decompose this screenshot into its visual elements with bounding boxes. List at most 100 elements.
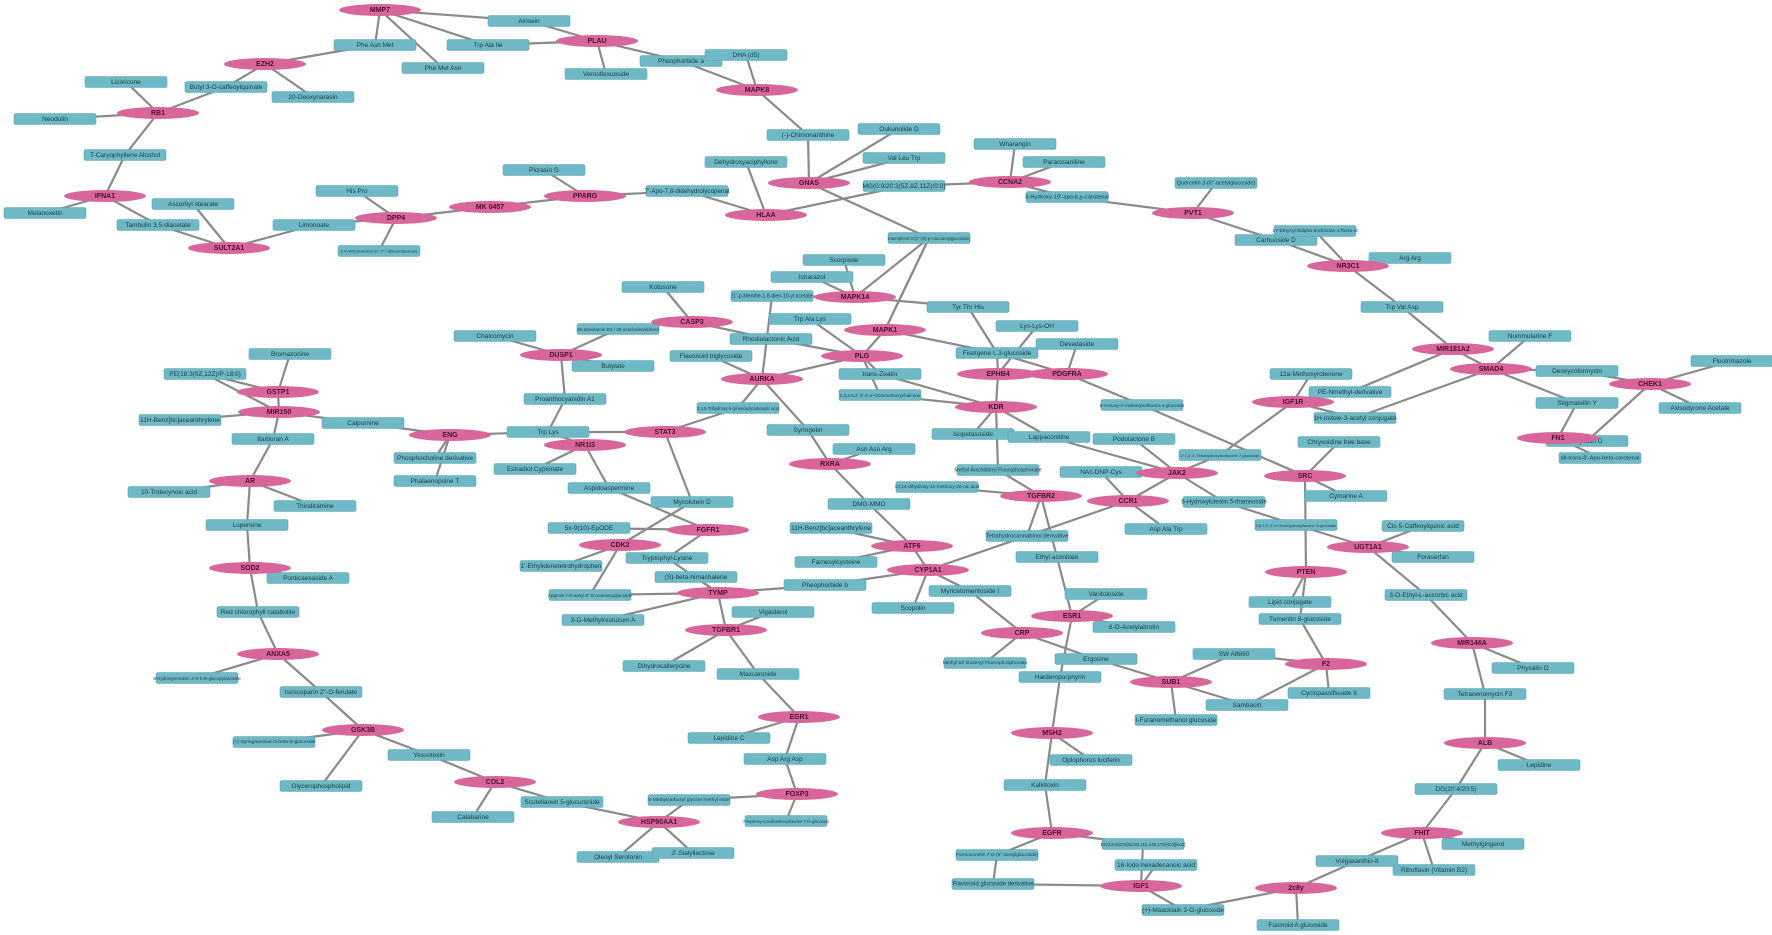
compound-node[interactable]: 3',4'-Methylenedioxy-[2'',3'':7,8]furano… xyxy=(337,245,421,257)
gene-node[interactable]: TYMP xyxy=(677,587,759,599)
gene-node[interactable]: TGFBR1 xyxy=(685,624,767,636)
gene-node[interactable]: ANXA5 xyxy=(237,648,319,660)
compound-node[interactable]: Red chlorophyll catabolite xyxy=(216,606,300,618)
gene-node[interactable]: FOXP3 xyxy=(756,788,838,800)
compound-node[interactable]: Mycolutein D xyxy=(650,496,734,508)
compound-node[interactable]: Cymarine A xyxy=(1304,490,1388,502)
compound-node[interactable]: Scutellarein 5-glucuronide xyxy=(520,796,604,808)
compound-node[interactable]: Stigmatellin Y xyxy=(1535,397,1619,409)
compound-node[interactable]: Dehydroxyaciphyllone xyxy=(704,156,788,168)
compound-node[interactable]: 25-azavitamin D3 / 25-azacholecalciferol xyxy=(576,323,660,335)
gene-node[interactable]: AURKA xyxy=(721,373,803,385)
compound-node[interactable]: Methyl Arachidonyl Fluorophosphonate xyxy=(954,464,1042,476)
compound-node[interactable]: Picrasin G xyxy=(502,164,586,176)
compound-node[interactable]: Oukunolide D xyxy=(857,123,941,135)
compound-node[interactable]: 12a-Methoxyrotenone xyxy=(1269,368,1353,380)
compound-node[interactable]: Formononetin 7-O-(6''-acetylglucoside) xyxy=(955,849,1038,861)
gene-node[interactable]: F2 xyxy=(1285,658,1367,670)
compound-node[interactable]: Arg Arg xyxy=(1368,252,1452,264)
compound-node[interactable]: Trp Lys xyxy=(506,426,590,438)
compound-node[interactable]: 7'-Apo-7,8-didehydrolycopenal xyxy=(645,185,730,197)
compound-node[interactable]: Oplophorus luciferin xyxy=(1049,754,1133,766)
compound-node[interactable]: Tetracenomycin F2 xyxy=(1443,688,1527,700)
compound-node[interactable]: Butyl 3-O-caffeoylquinate xyxy=(184,81,268,93)
gene-node[interactable]: NR1I3 xyxy=(544,439,626,451)
compound-node[interactable]: trans-Zeatin xyxy=(838,368,922,380)
compound-node[interactable]: 6-O-Acetylaltrutin xyxy=(1092,621,1176,633)
gene-node[interactable]: RXRA xyxy=(789,458,871,470)
gene-node[interactable]: CDK2 xyxy=(579,539,661,551)
compound-node[interactable]: Trp Val Asp xyxy=(1360,301,1444,313)
gene-node[interactable]: ENG xyxy=(409,429,491,441)
compound-node[interactable]: Methyl 5Z-linolenyl Fluorophosphonate xyxy=(943,657,1028,669)
compound-node[interactable]: 8-Hydroxyresvasin 4-O-b-D-glucopyranosid… xyxy=(153,672,241,684)
compound-node[interactable]: S-Methylcarboxyl glycine methyl ester xyxy=(647,794,731,806)
gene-node[interactable]: CCR1 xyxy=(1087,495,1169,507)
compound-node[interactable]: Calabarine xyxy=(431,811,515,823)
compound-node[interactable]: Oleoyl Serotonin xyxy=(576,851,660,863)
gene-node[interactable]: NR3C1 xyxy=(1307,260,1389,272)
compound-node[interactable]: Flavonoid triglycoside xyxy=(669,350,753,362)
compound-node[interactable]: 3,5,7,2',3',4'-Hexahydroxyflavone 3-gluc… xyxy=(1254,519,1338,531)
gene-node[interactable]: MAPK1 xyxy=(844,324,926,336)
compound-node[interactable]: 3,4,5-Trihydroxy-6-(phenoxy)carboxylic a… xyxy=(696,402,780,414)
compound-node[interactable]: Vanitoloside xyxy=(1064,588,1148,600)
compound-node[interactable]: Trp Ala Ile xyxy=(446,39,530,51)
compound-node[interactable]: Lupenone xyxy=(205,519,289,531)
compound-node[interactable]: 3-Hydroxy-10'-apo-b,y-carotenal xyxy=(1025,191,1109,203)
gene-node[interactable]: MSH2 xyxy=(1011,727,1093,739)
gene-node[interactable]: PVT1 xyxy=(1152,207,1234,219)
gene-node[interactable]: EZH2 xyxy=(224,58,306,70)
gene-node[interactable]: UGT1A1 xyxy=(1327,541,1409,553)
compound-node[interactable]: Pararosaniline xyxy=(1022,156,1106,168)
gene-node[interactable]: MK 0457 xyxy=(449,201,531,213)
compound-node[interactable]: Axisodyrone Acetate xyxy=(1658,402,1742,414)
compound-node[interactable]: Scorpiode xyxy=(802,254,886,266)
gene-node[interactable]: CRP xyxy=(981,627,1063,639)
gene-node[interactable]: PLG xyxy=(821,350,903,362)
compound-node[interactable]: 7-Hydroxy-4,8-dimethoxyflavone 7-O-gluco… xyxy=(743,815,830,827)
gene-node[interactable]: SOD2 xyxy=(209,562,291,574)
compound-node[interactable]: DG(20:4/20:5) xyxy=(1414,783,1498,795)
compound-node[interactable]: DG(13:0/20:5(5Z,8Z,11Z,14Z,17Z)/0:0)[iso… xyxy=(1101,838,1186,850)
gene-node[interactable]: GNAS xyxy=(768,177,850,189)
gene-node[interactable]: PTEN xyxy=(1265,566,1347,578)
gene-node[interactable]: CCNA2 xyxy=(969,176,1051,188)
gene-node[interactable]: IFNA1 xyxy=(64,190,146,202)
compound-node[interactable]: 5x-9(10)-EpODE xyxy=(547,522,631,534)
gene-node[interactable]: SMAD4 xyxy=(1450,363,1532,375)
gene-node[interactable]: ATF6 xyxy=(871,540,953,552)
gene-node[interactable]: SRC xyxy=(1264,470,1346,482)
gene-node[interactable]: IGF1R xyxy=(1252,396,1334,408)
gene-node[interactable]: MAPK8 xyxy=(716,84,798,96)
compound-node[interactable]: Sambacin xyxy=(1205,699,1289,711)
gene-node[interactable]: FN1 xyxy=(1517,432,1599,444)
compound-node[interactable]: Cyclopassifloside II xyxy=(1287,687,1371,699)
compound-node[interactable]: 20-Deoxynarasin xyxy=(271,91,355,103)
compound-node[interactable]: NAc-DNP-Cys xyxy=(1059,466,1143,478)
compound-node[interactable]: Scopolin xyxy=(871,602,955,614)
gene-node[interactable]: COL2 xyxy=(454,776,536,788)
compound-node[interactable]: MG(0:0/20:3(5Z,8Z,11Z)/0:0) xyxy=(863,180,946,192)
compound-node[interactable]: 10-Tridecynoic acid xyxy=(127,486,211,498)
compound-node[interactable]: Flavonoid glucoside derivative xyxy=(951,878,1035,890)
compound-node[interactable]: Aspidoaspermine xyxy=(567,482,651,494)
compound-node[interactable]: 1'-Ethylidenetetrohydrophen xyxy=(519,560,603,572)
compound-node[interactable]: Asp Ala Trp xyxy=(1124,523,1208,535)
compound-node[interactable]: Phe Asn Met xyxy=(333,39,417,51)
compound-node[interactable]: Butylate xyxy=(571,360,655,372)
compound-node[interactable]: Phe Met Asn xyxy=(401,62,485,74)
gene-node[interactable]: EPHB4 xyxy=(957,368,1039,380)
compound-node[interactable]: Tyr Thr His xyxy=(926,301,1010,313)
gene-node[interactable]: HLAA xyxy=(725,209,807,221)
gene-node[interactable]: DUSP1 xyxy=(520,349,602,361)
gene-node[interactable]: RB1 xyxy=(117,107,199,119)
compound-node[interactable]: Maxcaroside xyxy=(716,668,800,680)
compound-node[interactable]: 17-Ethynyl-5alpha-androstan-17beta-ol xyxy=(1272,225,1358,237)
compound-node[interactable]: Methylgingerol xyxy=(1441,838,1525,850)
compound-node[interactable]: 13,14-dihydroxy-11-methoxy-20-oic acid xyxy=(895,481,980,493)
compound-node[interactable]: Isoscoparin 2''-O-ferulate xyxy=(279,686,363,698)
compound-node[interactable]: Chrysoidine free base xyxy=(1297,436,1381,448)
compound-node[interactable]: Pheophorbide a xyxy=(639,55,723,67)
compound-node[interactable]: Apigenin 7-O-acetyl-6''-O-coumaroylgluco… xyxy=(548,589,633,601)
